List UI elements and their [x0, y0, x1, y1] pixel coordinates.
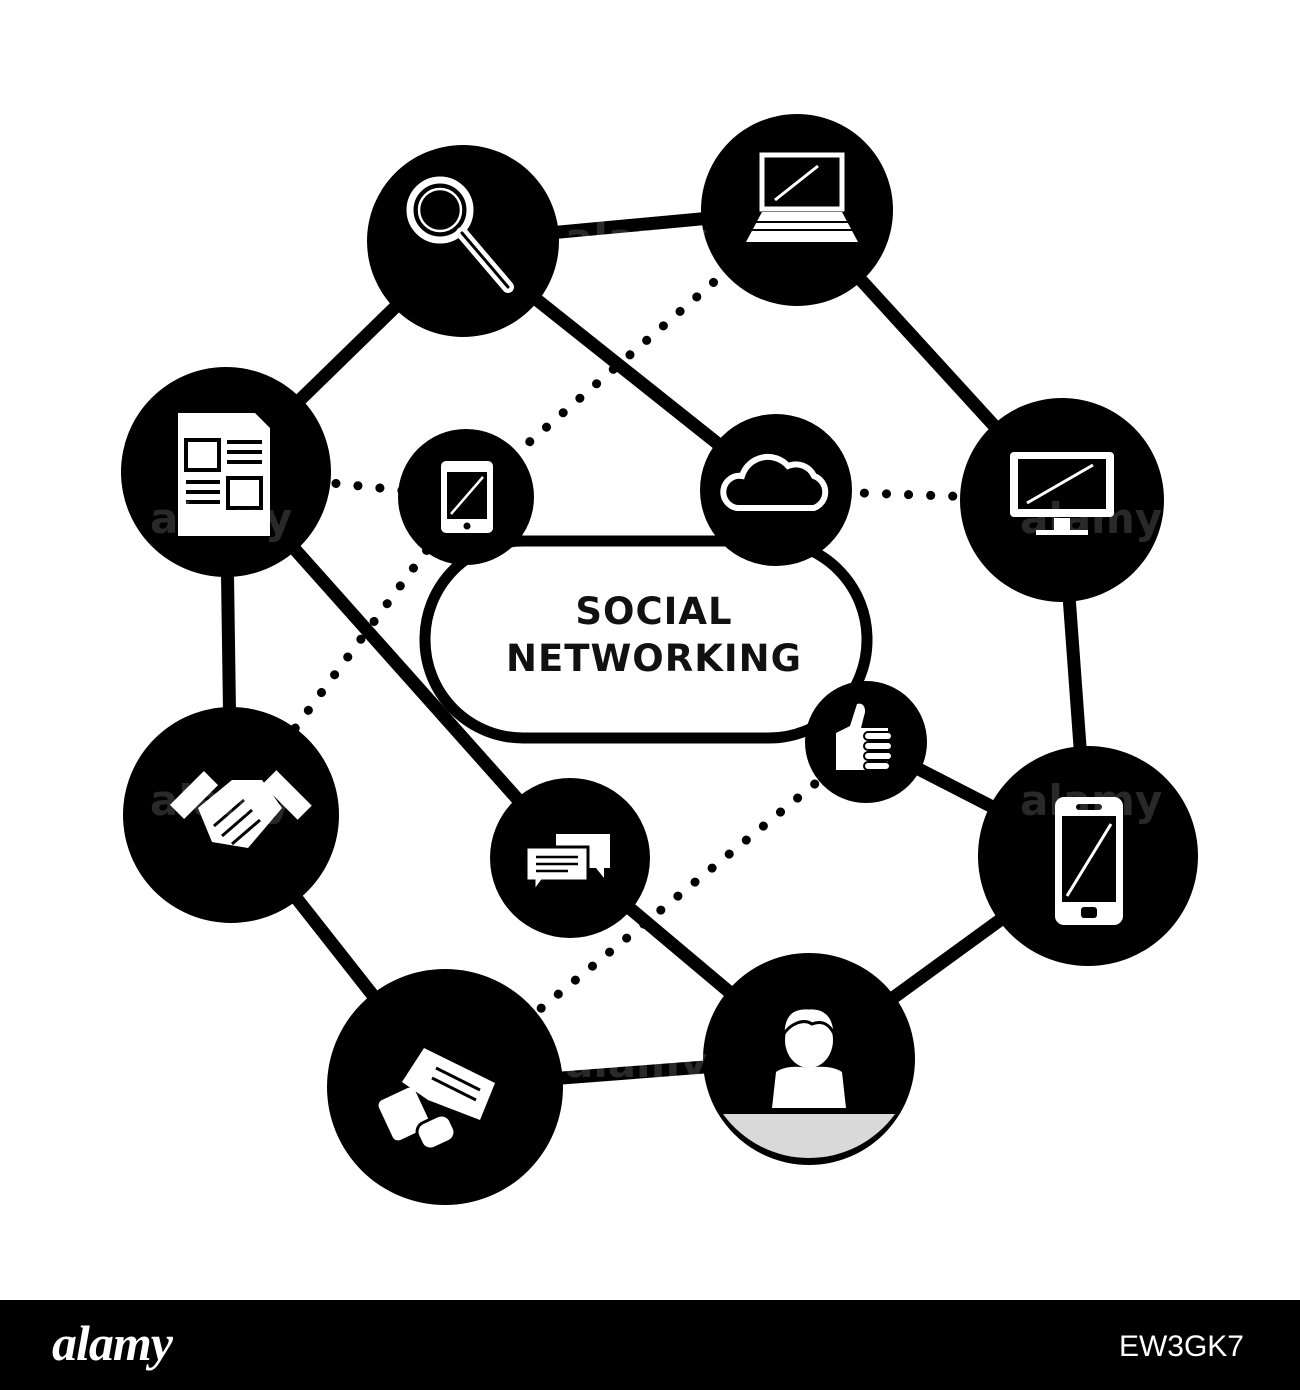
person-icon	[772, 1006, 846, 1108]
tablet-icon	[441, 461, 493, 533]
watermark-text: alamy	[150, 494, 292, 543]
image-id: EW3GK7	[1118, 1330, 1244, 1363]
laptop-icon	[746, 152, 858, 242]
watermark-text: alamy	[565, 1038, 707, 1087]
cloud-node	[700, 414, 852, 566]
magnifier-node	[367, 145, 559, 337]
person-node	[703, 953, 915, 1165]
megaphone-node	[327, 969, 563, 1205]
chat-node	[490, 778, 650, 938]
watermark-text: alamy	[150, 776, 292, 825]
footer-logo: alamy	[52, 1315, 173, 1371]
social-networking-diagram: SOCIAL NETWORKING	[121, 114, 1198, 1205]
monitor-node	[960, 398, 1164, 602]
dotted-link	[461, 205, 802, 502]
magnifier-icon	[406, 176, 514, 293]
document-node	[121, 367, 331, 577]
watermark-text: alamy	[1020, 494, 1162, 543]
center-pill	[419, 535, 873, 744]
footer-bar	[0, 1300, 1300, 1390]
dotted-link	[1057, 495, 1093, 861]
dotted-link	[440, 737, 871, 1092]
thumbs-up-icon	[836, 703, 893, 771]
smartphone-node	[978, 746, 1198, 966]
watermark-text: alamy	[565, 214, 707, 263]
tablet-node	[398, 429, 534, 565]
smartphone-icon	[1055, 797, 1123, 925]
laptop-node	[701, 114, 893, 306]
megaphone-icon	[378, 1048, 495, 1151]
chat-bubbles-icon	[524, 834, 610, 897]
watermark-text: alamy	[1020, 776, 1162, 825]
watermark: alamy alamy alamy alamy alamy alamy	[150, 214, 1162, 1087]
center-label: SOCIAL NETWORKING	[419, 535, 873, 744]
document-icon	[178, 413, 270, 536]
title-line-2: NETWORKING	[506, 637, 802, 680]
monitor-icon	[1010, 452, 1114, 535]
handshake-node	[123, 707, 339, 923]
thumbs-up-node	[805, 681, 927, 803]
title-line-1: SOCIAL	[575, 590, 732, 633]
cloud-icon	[720, 453, 829, 511]
handshake-icon	[169, 770, 312, 848]
